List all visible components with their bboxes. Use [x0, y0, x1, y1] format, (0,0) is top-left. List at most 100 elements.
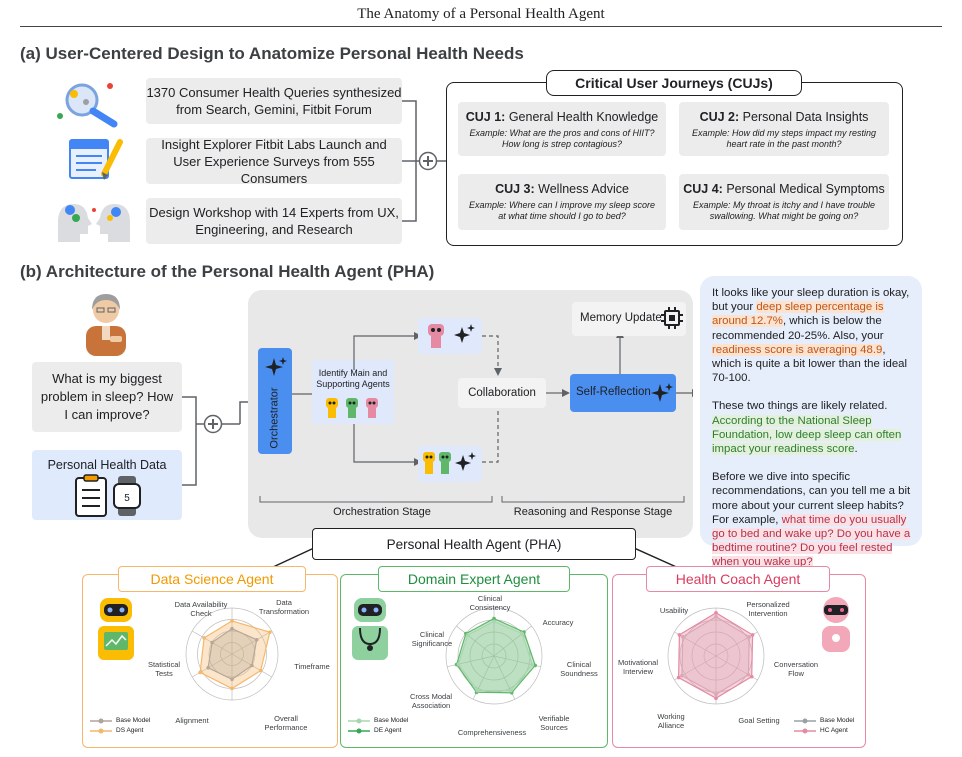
cuj-panel-title: Critical User Journeys (CUJs) [546, 70, 802, 96]
cuj-name: General Health Knowledge [508, 110, 659, 124]
radar-series-base-point [230, 677, 234, 682]
reasoning-stage-label: Reasoning and Response Stage [513, 506, 673, 518]
health-data-label: Personal Health Data [47, 458, 167, 472]
memory-update-label: Memory Update [580, 312, 662, 324]
radar-series-agent-point [533, 663, 537, 668]
radar-chart-data-science [185, 607, 279, 701]
radar-series-agent-point [230, 619, 234, 623]
title-divider [20, 26, 942, 27]
radar-series-agent-point [750, 633, 755, 637]
cuj-example: Example: Where can I improve my sleep sc… [468, 200, 656, 221]
response-text: It looks like your sleep duration is oka… [712, 287, 910, 314]
radar-series-agent [455, 617, 536, 694]
health-data-box: Personal Health Data 5 [32, 450, 182, 520]
radar-series-agent-point [714, 611, 718, 615]
main-agent-box [418, 318, 482, 354]
response-paragraph-2: These two things are likely related. Acc… [712, 399, 912, 456]
source-box-surveys: Insight Explorer Fitbit Labs Launch and … [146, 137, 402, 186]
radar-series-agent-point [677, 633, 682, 637]
radar-axis-label: Working Alliance [657, 712, 685, 730]
cuj-name: Personal Data Insights [742, 110, 869, 124]
plus-icon [203, 414, 223, 434]
domain-expert-robot-icon [352, 598, 388, 660]
cuj-number: CUJ 2: [699, 110, 740, 124]
radar-series-agent-point [749, 674, 754, 679]
legend-label: DE Agent [374, 727, 402, 734]
legend-item-base: Base Model [90, 717, 150, 724]
radar-axis-label: Data Transformation [258, 598, 310, 616]
radar-series-base-point [714, 692, 718, 697]
legend-de: Base Model DE Agent [348, 717, 408, 734]
radar-series-base-point [714, 614, 718, 619]
sparkle-icon [651, 383, 673, 402]
radar-axis-label: Overall Performance [264, 714, 308, 732]
radar-series-base-point [680, 673, 684, 678]
cuj-card-4: CUJ 4: Personal Medical Symptoms Example… [679, 174, 889, 230]
pha-label-box: Personal Health Agent (PHA) [312, 528, 636, 560]
page-title: The Anatomy of a Personal Health Agent [357, 6, 605, 22]
radar-series-agent-point [202, 636, 206, 640]
radar-series-agent-point [198, 670, 202, 675]
radar-axis-label: Timeframe [294, 662, 330, 671]
radar-axis-label: Verifiable Sources [538, 714, 570, 732]
radar-axis-label: Data Availability Check [174, 600, 228, 618]
radar-series-base-point [530, 662, 535, 667]
cuj-example: Example: How did my steps impact my rest… [691, 128, 877, 149]
radar-series-base-point [206, 666, 210, 670]
response-text: These two things are likely related. [712, 400, 888, 413]
radar-series-base-point [492, 619, 496, 624]
response-paragraph-1: It looks like your sleep duration is oka… [712, 286, 912, 385]
radar-axis-label: Motivational Interview [617, 658, 659, 676]
radar-axis-label: Cross Modal Association [409, 692, 453, 710]
legend-label: Base Model [116, 717, 151, 724]
highlight-domain-knowledge: According to the National Sleep Foundati… [712, 414, 902, 456]
health-coach-robot-icon [822, 597, 850, 652]
radar-axis-label: Statistical Tests [147, 660, 181, 678]
response-text: , which is quite a bit lower than the id… [712, 343, 908, 385]
cuj-card-2: CUJ 2: Personal Data Insights Example: H… [679, 102, 889, 156]
radar-axis-label: Usability [659, 606, 689, 615]
radar-series-agent-point [492, 616, 496, 621]
self-reflection-box: Self-Reflection [570, 374, 676, 412]
survey-pencil-icon [69, 139, 123, 180]
radar-series-base-point [747, 635, 752, 639]
pha-flow-lines [259, 330, 693, 503]
data-science-robot-icon [98, 598, 134, 660]
radar-grid-spoke [231, 630, 273, 655]
cuj-card-3: CUJ 3: Wellness Advice Example: Where ca… [458, 174, 666, 230]
legend-item-agent: DE Agent [348, 727, 408, 734]
cuj-number: CUJ 1: [465, 110, 506, 124]
source-box-queries: 1370 Consumer Health Queries synthesized… [146, 78, 402, 124]
user-avatar-icon [86, 294, 126, 356]
radar-chart-health-coach [667, 607, 765, 705]
radar-series-agent-point [230, 686, 234, 691]
legend-ds: Base Model DS Agent [90, 717, 150, 734]
radar-series-base-point [210, 640, 214, 645]
self-reflection-label: Self-Reflection [576, 386, 651, 398]
section-b-heading: (b) Architecture of the Personal Health … [20, 262, 435, 281]
radar-series-base-point [250, 663, 254, 668]
radar-series-base-point [508, 688, 513, 693]
magnifier-icon [57, 83, 118, 128]
radar-axis-label: Comprehensiveness [457, 728, 527, 737]
radar-axis-label: Clinical Soundness [560, 660, 598, 678]
supporting-robots-icon [423, 452, 476, 474]
legend-label: Base Model [374, 717, 409, 724]
plus-icon [418, 151, 438, 171]
legend-label: HC Agent [820, 727, 848, 734]
agent-response-bubble: It looks like your sleep duration is oka… [700, 276, 922, 569]
sparkle-icon [265, 357, 287, 376]
legend-item-base: Base Model [348, 717, 408, 724]
radar-axis-label: Clinical Significance [411, 630, 453, 648]
legend-item-agent: DS Agent [90, 727, 150, 734]
radar-series-agent-point [714, 696, 718, 701]
radar-series-base-point [746, 672, 751, 677]
cuj-name: Wellness Advice [538, 182, 629, 196]
response-paragraph-3: Before we dive into specific recommendat… [712, 470, 912, 569]
orchestration-stage-label: Orchestration Stage [333, 506, 431, 518]
collaboration-box: Collaboration [458, 378, 546, 408]
radar-series-base-point [456, 662, 461, 666]
radar-axis-label: Conversation Flow [773, 660, 819, 678]
domain-expert-agent-title: Domain Expert Agent [378, 566, 570, 592]
source-box-workshop: Design Workshop with 14 Experts from UX,… [146, 198, 402, 244]
